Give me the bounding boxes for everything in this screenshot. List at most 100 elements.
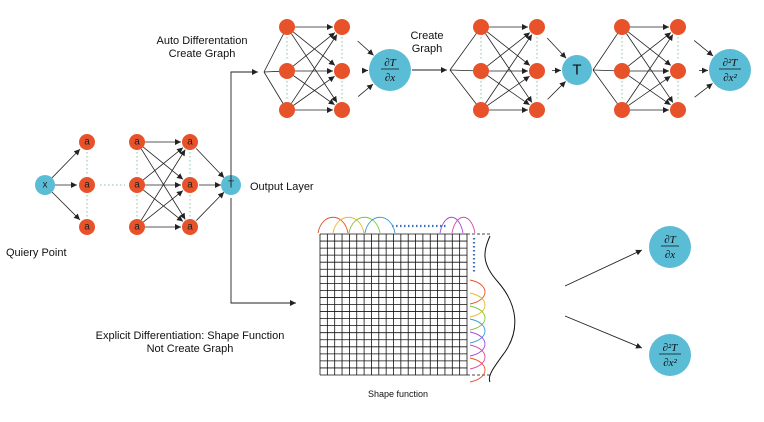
derivative-denominator: ∂x² bbox=[663, 357, 677, 369]
network-edge bbox=[263, 27, 287, 73]
network-edge bbox=[693, 40, 714, 57]
network-edges bbox=[263, 24, 374, 113]
derivative-numerator: ∂²T bbox=[723, 57, 739, 69]
network-edge bbox=[142, 147, 184, 181]
arrow-to-auto-diff bbox=[230, 69, 258, 185]
network-edge bbox=[357, 40, 374, 56]
network-node bbox=[529, 63, 545, 79]
output-node-label: T bbox=[572, 62, 581, 79]
network-edge bbox=[293, 75, 335, 106]
network-edge bbox=[628, 75, 671, 106]
network-edge bbox=[694, 83, 713, 98]
network-edge bbox=[140, 148, 186, 220]
network-edge bbox=[140, 149, 186, 221]
derivative-numerator: ∂T bbox=[384, 57, 396, 69]
network-edge bbox=[487, 75, 530, 106]
network-edge bbox=[51, 148, 81, 179]
derivative-dT-dx-right: ∂T ∂x bbox=[649, 226, 691, 268]
second-diff-networks bbox=[449, 19, 714, 118]
network-edge bbox=[195, 148, 225, 179]
network-node bbox=[614, 63, 630, 79]
shape-function-arc bbox=[317, 216, 349, 234]
network-edge bbox=[592, 27, 622, 71]
network-edge bbox=[292, 31, 336, 66]
network-edge bbox=[51, 191, 81, 221]
network-node bbox=[473, 63, 489, 79]
auto-diff-label-line1: Auto Differentation bbox=[157, 35, 248, 47]
network-node bbox=[670, 63, 686, 79]
derivative-numerator: ∂²T bbox=[663, 342, 679, 354]
shape-function-arc bbox=[469, 357, 486, 383]
create-graph-label-line1: Create bbox=[410, 30, 443, 42]
network-edge bbox=[143, 190, 184, 223]
hidden-node bbox=[182, 177, 198, 193]
network-node bbox=[334, 19, 350, 35]
shape-function-arc bbox=[364, 216, 396, 234]
arrow-to-shape-function bbox=[230, 198, 296, 306]
shape-function-arc bbox=[469, 318, 486, 344]
network-edge bbox=[291, 34, 338, 104]
network-node bbox=[279, 102, 295, 118]
network-edge bbox=[485, 33, 533, 103]
hidden-node-label: a bbox=[187, 180, 193, 191]
network-nodes bbox=[279, 19, 350, 118]
shape-function-arc bbox=[439, 216, 464, 234]
shape-function-grid bbox=[319, 224, 492, 376]
network-edges bbox=[51, 139, 225, 230]
derivative-denominator: ∂x² bbox=[723, 72, 737, 84]
derivative-d2T-dx2-right: ∂²T ∂x² bbox=[649, 334, 691, 376]
derivative-d2T-dx2-top: ∂²T ∂x² bbox=[709, 49, 751, 91]
network-edge bbox=[592, 69, 622, 110]
shape-function-caption: Shape function bbox=[368, 389, 428, 399]
network-node bbox=[334, 102, 350, 118]
shape-function-arc bbox=[469, 331, 486, 357]
shape-function-arc bbox=[332, 216, 365, 234]
explicit-diff-label-line2: Not Create Graph bbox=[147, 343, 234, 355]
network-node bbox=[614, 19, 630, 35]
hidden-node bbox=[129, 219, 145, 235]
network-node bbox=[529, 19, 545, 35]
network-edge bbox=[547, 81, 566, 100]
network-node bbox=[279, 63, 295, 79]
network-edge bbox=[487, 32, 531, 67]
shape-function-arc bbox=[348, 216, 381, 234]
input-node-label: x bbox=[43, 180, 48, 191]
hidden-node bbox=[79, 177, 95, 193]
hidden-node-label: a bbox=[84, 222, 90, 233]
network-edges bbox=[449, 24, 714, 113]
hidden-node bbox=[129, 134, 145, 150]
hidden-node-label: a bbox=[187, 222, 193, 233]
solution-curve bbox=[484, 235, 516, 383]
hidden-node bbox=[182, 219, 198, 235]
hidden-node-label: a bbox=[134, 222, 140, 233]
network-node bbox=[279, 19, 295, 35]
shape-function-arc bbox=[469, 305, 486, 331]
explicit-diff-label-line1: Explicit Differentiation: Shape Function bbox=[96, 330, 285, 342]
derivative-dT-dx-top: ∂T ∂x bbox=[369, 49, 411, 91]
network-node bbox=[473, 102, 489, 118]
derivative-circle bbox=[649, 226, 691, 268]
network-edge bbox=[546, 37, 567, 59]
shape-function-curves bbox=[317, 216, 516, 383]
hidden-node-label: a bbox=[187, 137, 193, 148]
network-edge bbox=[628, 75, 671, 106]
output-node-big: T bbox=[562, 55, 592, 85]
network-edge bbox=[485, 34, 533, 104]
hidden-node bbox=[79, 219, 95, 235]
hidden-node bbox=[79, 134, 95, 150]
network-node bbox=[670, 19, 686, 35]
flow-arrows bbox=[230, 67, 643, 349]
hidden-node-label: a bbox=[84, 180, 90, 191]
derivative-denominator: ∂x bbox=[665, 249, 675, 261]
derivative-circle bbox=[369, 49, 411, 91]
network-edge bbox=[292, 32, 336, 67]
hidden-node-label: a bbox=[84, 137, 90, 148]
derivative-denominator: ∂x bbox=[385, 72, 395, 84]
arrow-to-second-derivative bbox=[564, 315, 643, 349]
network-edge bbox=[293, 75, 335, 106]
auto-diff-network bbox=[263, 19, 374, 118]
shape-function-arc bbox=[469, 344, 486, 370]
network-edge bbox=[142, 146, 184, 180]
